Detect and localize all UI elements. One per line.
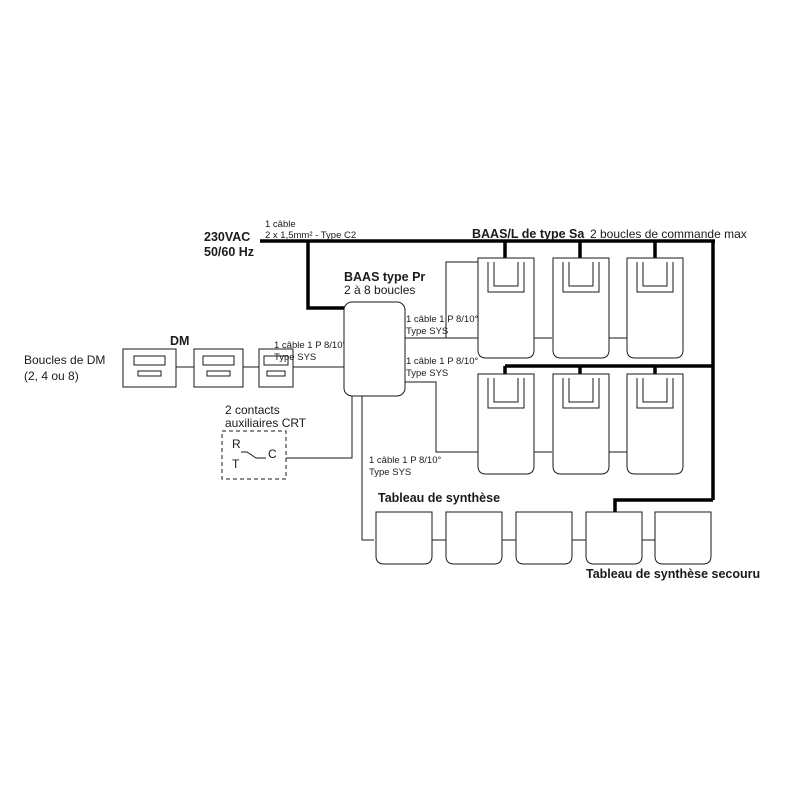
baas-sa-body <box>626 257 684 359</box>
baas-sa-unit <box>626 257 684 359</box>
baas-pr-unit <box>343 301 406 397</box>
baas-sa-group: BAAS/L de type Sa 2 boucles de commande … <box>406 227 747 475</box>
dm-cable-label-2: Type SYS <box>274 352 316 363</box>
baas-sa-lamp <box>562 378 600 409</box>
crt-label-t: T <box>232 457 240 471</box>
baas-to-synthesis-line <box>361 396 374 541</box>
baas-sa-unit <box>552 257 610 359</box>
dm-device-button <box>206 370 231 377</box>
baas-sa-unit <box>477 257 535 359</box>
synthesis-panel <box>375 511 433 565</box>
baas-sa-body <box>552 373 610 475</box>
crt-label-c: C <box>268 447 277 461</box>
dm-loops-label-2: (2, 4 ou 8) <box>24 369 79 383</box>
crt-title-1: 2 contacts <box>225 403 280 417</box>
crt-group: 2 contacts auxiliaires CRT R T C <box>221 403 307 480</box>
power-bus <box>260 239 715 512</box>
row2-feed <box>405 381 478 453</box>
dm-device <box>193 348 244 388</box>
synthesis-backup-panel <box>654 511 712 565</box>
dm-device-body <box>258 348 294 388</box>
dm-device <box>122 348 177 388</box>
synthesis-backup-title: Tableau de synthèse secouru <box>586 567 760 581</box>
baas-sa-loops-note: 2 boucles de commande max <box>590 227 747 241</box>
crt-contact-box <box>221 430 287 480</box>
baas-sa-body <box>552 257 610 359</box>
synthesis-panel <box>445 511 503 565</box>
power-bus-to-baas-pr <box>306 241 346 310</box>
baas-sa-row1-cable-2: Type SYS <box>406 326 448 337</box>
power-labels: 230VAC 50/60 Hz 1 câble 2 x 1,5mm² - Typ… <box>204 219 356 259</box>
baas-sa-body <box>626 373 684 475</box>
baas-sa-lamp <box>636 378 674 409</box>
synthesis-backup-panel <box>585 511 643 565</box>
dm-title: DM <box>170 334 189 348</box>
baas-sa-unit <box>552 373 610 475</box>
baas-sa-body <box>477 373 535 475</box>
baas-sa-unit <box>477 373 535 475</box>
baas-sa-lamp <box>487 262 525 293</box>
baas-sa-unit <box>626 373 684 475</box>
dm-device-button <box>266 370 286 377</box>
dm-group: Boucles de DM (2, 4 ou 8) DM 1 câble 1 P… <box>24 334 346 388</box>
power-cable-label-1: 1 câble <box>265 219 296 230</box>
crt-label-r: R <box>232 437 241 451</box>
power-voltage-label: 230VAC <box>204 230 250 244</box>
baas-sa-lamp <box>562 262 600 293</box>
baas-to-crt-line <box>286 396 353 459</box>
baas-sa-body <box>477 257 535 359</box>
synthesis-cable-1: 1 câble 1 P 8/10° <box>369 455 441 466</box>
baas-sa-lamp <box>487 378 525 409</box>
dm-device-body <box>122 348 177 388</box>
baas-pr-title: BAAS type Pr <box>344 270 425 284</box>
dm-device-display <box>202 355 235 366</box>
baas-sa-title: BAAS/L de type Sa <box>472 227 585 241</box>
dm-device-display <box>263 355 289 366</box>
dm-loops-label-1: Boucles de DM <box>24 353 105 367</box>
synthesis-title: Tableau de synthèse <box>378 491 500 505</box>
baas-sa-row1-cable-1: 1 câble 1 P 8/10° <box>406 314 478 325</box>
baas-pr-group: BAAS type Pr 2 à 8 boucles <box>343 270 425 397</box>
synthesis-panel <box>515 511 573 565</box>
synthesis-cable-2: Type SYS <box>369 467 411 478</box>
dm-cable-label-1: 1 câble 1 P 8/10° <box>274 340 346 351</box>
power-bus-to-backup <box>613 498 713 512</box>
dm-device-display <box>133 355 166 366</box>
power-frequency-label: 50/60 Hz <box>204 245 254 259</box>
dm-device-button <box>137 370 162 377</box>
crt-contact-switch <box>241 451 266 459</box>
crt-title-2: auxiliaires CRT <box>225 416 307 430</box>
baas-sa-row2-cable-1: 1 câble 1 P 8/10° <box>406 356 478 367</box>
baas-pr-subtitle: 2 à 8 boucles <box>344 283 415 297</box>
row1-vertical-feed <box>405 261 478 339</box>
synthesis-group: 1 câble 1 P 8/10° Type SYS Tableau de sy… <box>369 455 573 565</box>
dm-device <box>258 348 294 388</box>
dm-device-body <box>193 348 244 388</box>
power-cable-label-2: 2 x 1,5mm² - Type C2 <box>265 230 356 241</box>
signal-lines <box>176 261 655 541</box>
baas-sa-row2-cable-2: Type SYS <box>406 368 448 379</box>
baas-sa-lamp <box>636 262 674 293</box>
synthesis-backup-group: Tableau de synthèse secouru <box>585 511 760 581</box>
